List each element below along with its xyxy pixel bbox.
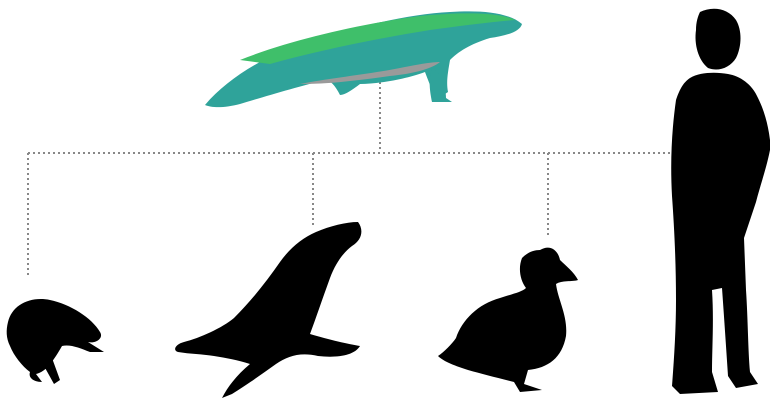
connector-lines — [28, 82, 680, 278]
duck-icon — [438, 248, 578, 392]
sea-lion-icon — [175, 222, 361, 398]
human-head — [696, 9, 741, 70]
frog-icon — [7, 299, 104, 384]
duck-body — [438, 248, 578, 392]
sea-lion-body — [175, 222, 361, 398]
human-body — [671, 73, 770, 394]
human-icon — [671, 9, 770, 394]
ancestral-tetrapod-icon — [205, 11, 522, 107]
